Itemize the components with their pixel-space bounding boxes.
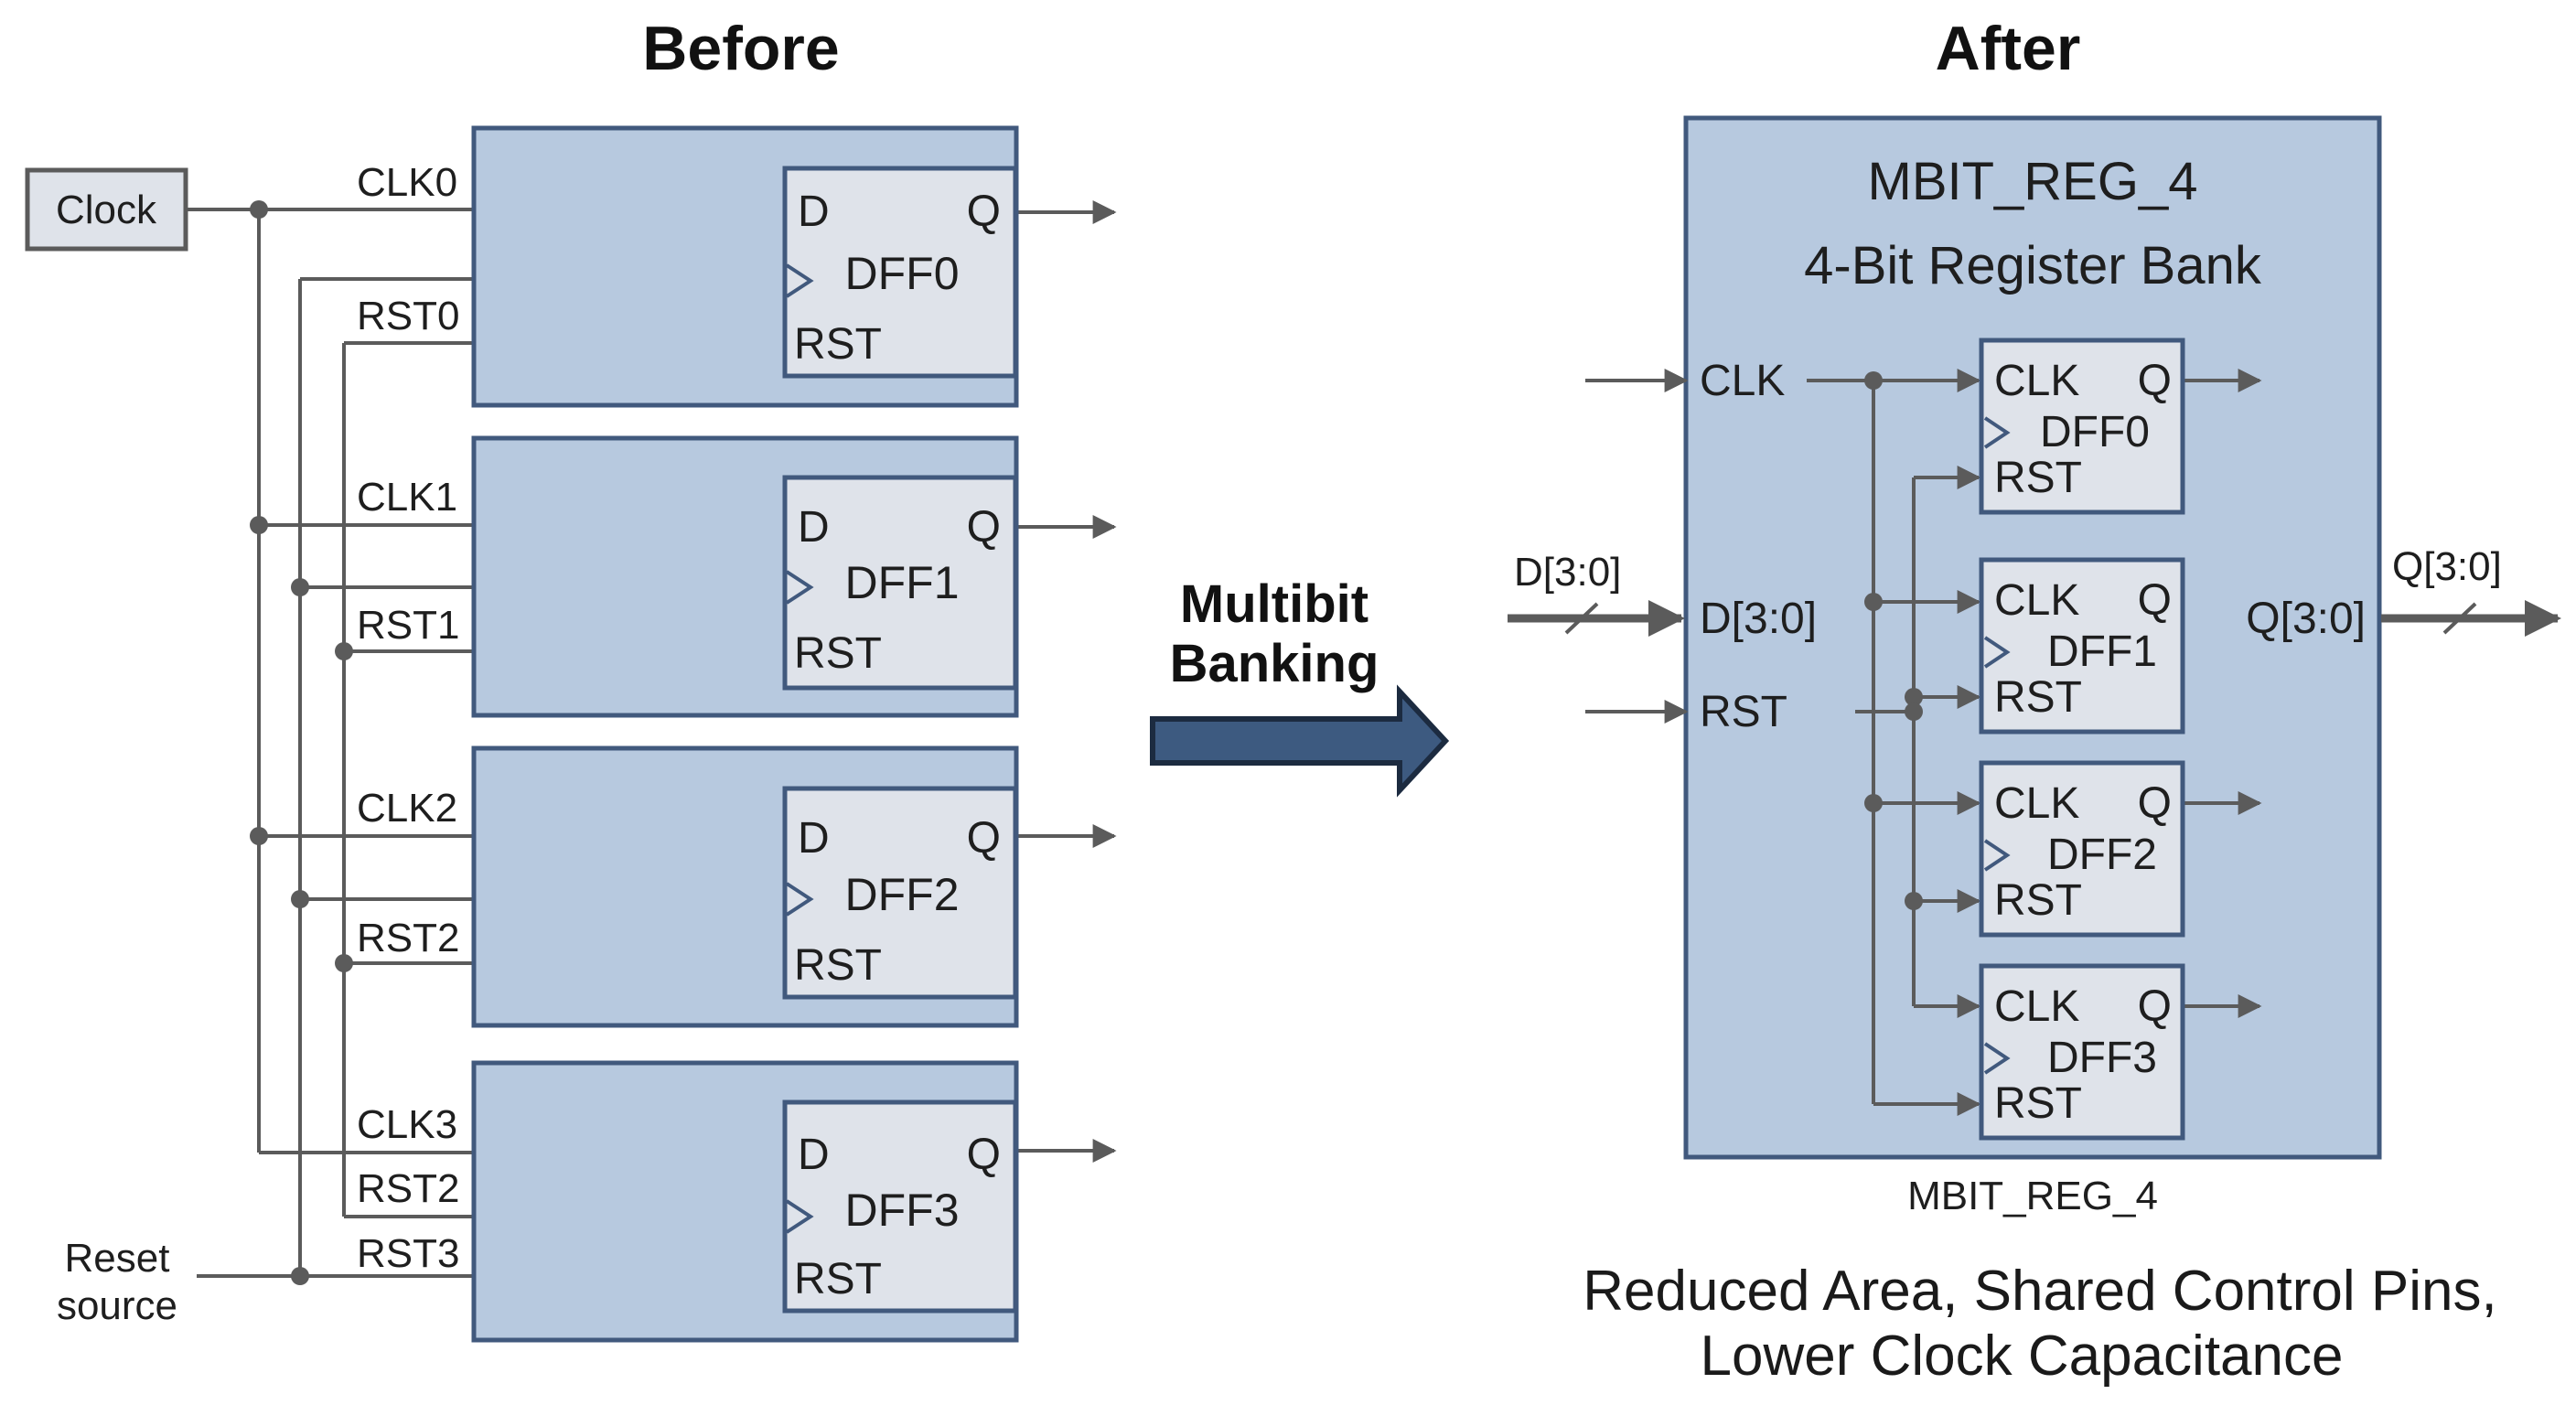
before-cell-dff0: D Q DFF0 RST [471,125,1019,408]
net-label-clk3: CLK3 [357,1102,457,1147]
dff0-pin-d: D [798,188,830,236]
net-label-rst1: RST1 [357,603,459,648]
port-q: Q[3:0] [2246,595,2366,643]
before-cell-dff2: D Q DFF2 RST [471,745,1019,1028]
after-dff1-pin-q: Q [2138,576,2172,625]
dff2-pin-rst: RST [794,941,882,990]
after-dff0-pin-q: Q [2138,357,2172,405]
after-dff3-pin-q: Q [2138,982,2172,1031]
after-dff0-pin-clk: CLK [1994,357,2079,405]
net-label-clk0: CLK0 [357,160,457,205]
reset-source-label-line1: Reset [65,1236,170,1281]
port-clk: CLK [1700,357,1785,405]
dff2-pin-d: D [798,814,830,863]
bus-out-label: Q[3:0] [2392,544,2502,589]
reset-source-label-line2: source [57,1283,177,1328]
after-dff3-pin-clk: CLK [1994,982,2079,1031]
after-flop-dff2: CLK Q DFF2 RST [1979,760,2185,938]
dff1-pin-q: Q [967,503,1001,552]
after-dff2-pin-rst: RST [1994,876,2082,925]
dff0-name: DFF0 [845,248,960,299]
after-wiring [1508,369,2561,1116]
after-dff2-pin-clk: CLK [1994,779,2079,828]
benefits-line1: Reduced Area, Shared Control Pins, [1583,1260,2496,1323]
port-rst: RST [1700,688,1787,736]
dff1-name: DFF1 [845,557,960,608]
transform-label-line1: Multibit [1180,574,1368,634]
bank-description: 4-Bit Register Bank [1804,236,2262,295]
clock-source-label: Clock [56,188,157,232]
benefits-line2: Lower Clock Capacitance [1700,1325,2343,1388]
after-dff3-name: DFF3 [2047,1034,2157,1082]
dff1-pin-d: D [798,503,830,552]
bus-in-label: D[3:0] [1514,550,1621,595]
after-flop-dff0: CLK Q DFF0 RST [1979,338,2185,515]
dff0-pin-q: Q [967,188,1001,236]
after-dff0-name: DFF0 [2040,408,2150,456]
after-dff2-pin-q: Q [2138,779,2172,828]
net-label-clk1: CLK1 [357,475,457,520]
after-dff3-pin-rst: RST [1994,1079,2082,1128]
before-cell-dff3: D Q DFF3 RST [471,1060,1019,1343]
dff2-name: DFF2 [845,869,960,920]
dff2-pin-q: Q [967,814,1001,863]
clock-source: Clock [25,167,188,252]
transform-arrow [1150,684,1450,798]
transform-label-line2: Banking [1170,634,1379,693]
bank-caption: MBIT_REG_4 [1907,1174,2158,1218]
dff3-pin-d: D [798,1131,830,1179]
net-label-clk2: CLK2 [357,786,457,831]
net-label-rst2-dup: RST2 [357,1166,459,1211]
net-label-rst0: RST0 [357,294,459,338]
after-dff1-pin-clk: CLK [1994,576,2079,625]
after-dff0-pin-rst: RST [1994,454,2082,502]
after-dff1-name: DFF1 [2047,627,2157,676]
after-flop-dff1: CLK Q DFF1 RST [1979,557,2185,735]
after-title: After [1936,14,2081,83]
after-dff1-pin-rst: RST [1994,673,2082,722]
dff3-pin-q: Q [967,1131,1001,1179]
dff3-name: DFF3 [845,1185,960,1236]
net-label-rst2: RST2 [357,916,459,960]
before-title: Before [642,14,839,83]
before-cell-dff1: D Q DFF1 RST [471,435,1019,718]
after-flop-dff3: CLK Q DFF3 RST [1979,963,2185,1141]
port-d: D[3:0] [1700,595,1817,643]
dff3-pin-rst: RST [794,1255,882,1303]
after-dff2-name: DFF2 [2047,831,2157,879]
dff1-pin-rst: RST [794,629,882,678]
net-label-rst3: RST3 [357,1231,459,1276]
dff0-pin-rst: RST [794,320,882,369]
bank-name: MBIT_REG_4 [1868,152,2198,211]
